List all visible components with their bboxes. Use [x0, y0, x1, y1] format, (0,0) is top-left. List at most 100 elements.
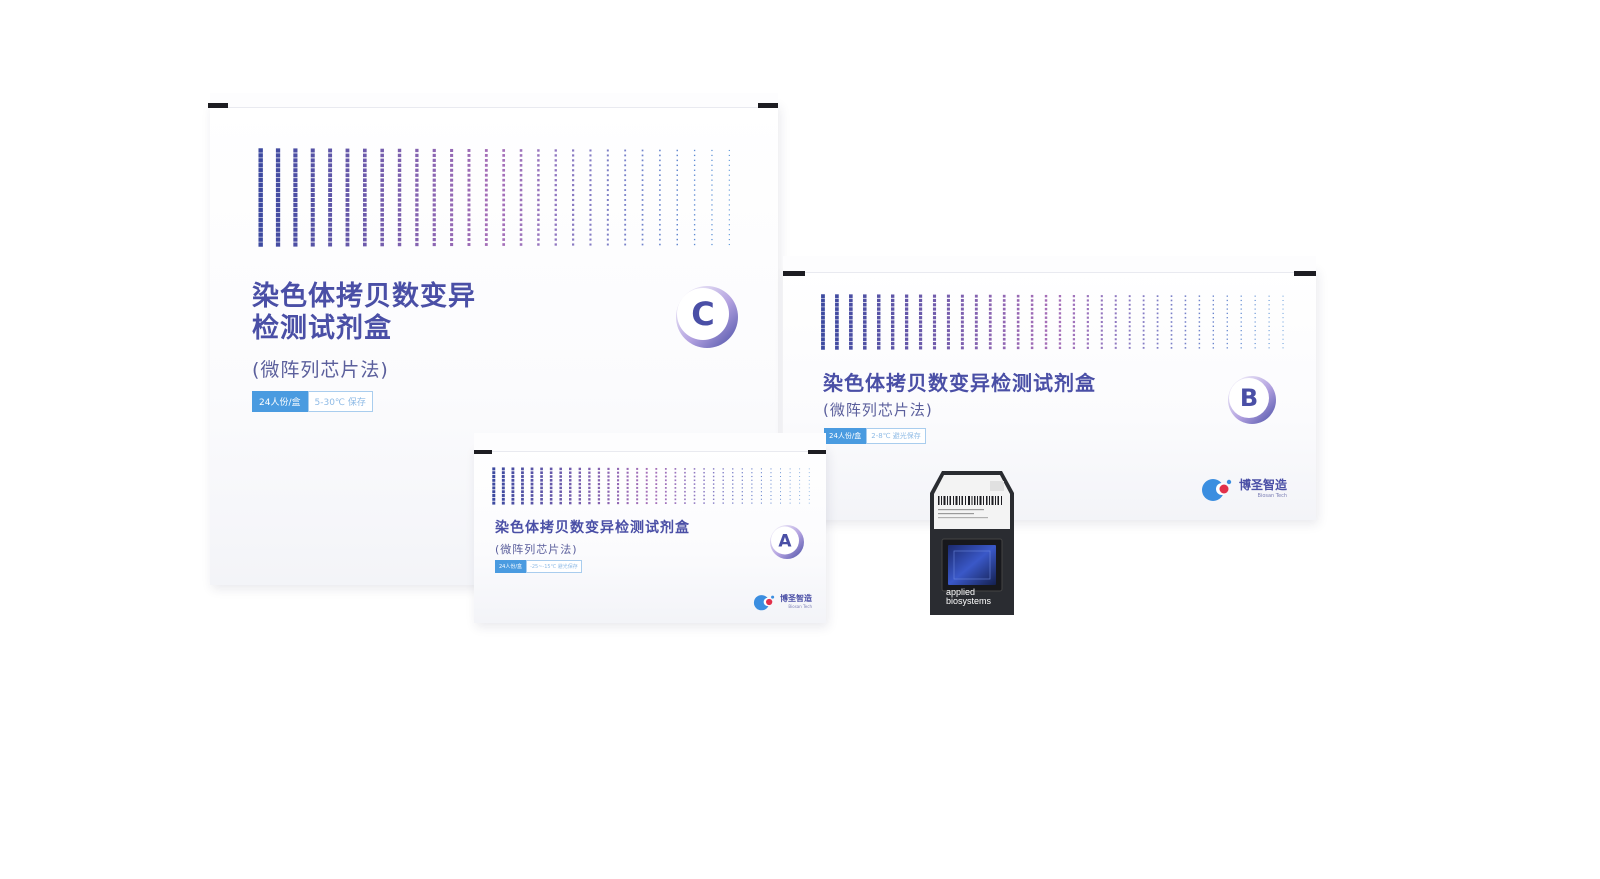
- pattern-dot: [1268, 312, 1270, 314]
- pattern-dot: [624, 199, 627, 201]
- pattern-dot: [770, 475, 772, 478]
- pattern-dot: [1226, 321, 1228, 323]
- pattern-dot: [572, 233, 575, 236]
- pattern-dot: [258, 168, 263, 173]
- pattern-dot: [664, 498, 667, 501]
- pattern-dot: [693, 219, 696, 221]
- pattern-dot: [877, 303, 881, 307]
- pattern-dot: [554, 188, 557, 192]
- pattern-dot: [751, 491, 753, 493]
- pattern-dot: [1226, 295, 1228, 297]
- pattern-dot: [712, 483, 715, 485]
- pattern-dot: [1002, 324, 1006, 328]
- pattern-dot: [1142, 329, 1145, 332]
- pattern-dot: [659, 164, 661, 167]
- pattern-dot: [293, 217, 298, 222]
- pattern-dot: [597, 494, 601, 497]
- pattern-dot: [397, 148, 402, 153]
- pattern-dot: [684, 487, 686, 489]
- pattern-dot: [760, 502, 762, 504]
- pattern-dot: [328, 173, 333, 178]
- pattern-dot: [519, 208, 523, 212]
- pattern-dot: [676, 219, 678, 221]
- pattern-dot: [641, 233, 644, 236]
- pattern-dot: [890, 298, 895, 303]
- pattern-dot: [293, 183, 298, 188]
- pattern-dot: [554, 164, 557, 167]
- pattern-dot: [1282, 295, 1284, 297]
- pattern-dot: [559, 479, 562, 482]
- pattern-dot: [728, 159, 730, 161]
- pattern-dot: [711, 174, 713, 176]
- pattern-dot: [780, 502, 782, 504]
- pattern-dot: [1002, 337, 1006, 341]
- pattern-dot: [624, 228, 627, 231]
- pattern-dot: [467, 183, 471, 187]
- pattern-dot: [636, 486, 639, 489]
- pattern-dot: [974, 333, 978, 337]
- pattern-dot: [808, 479, 810, 481]
- pattern-dot: [258, 163, 263, 168]
- pattern-dot: [380, 168, 384, 173]
- pattern-dot: [1198, 312, 1201, 315]
- pattern-dot: [780, 487, 782, 489]
- pattern-dot: [415, 163, 419, 167]
- pattern-dot: [502, 163, 506, 167]
- pattern-dot: [569, 501, 572, 505]
- pattern-dot: [722, 468, 724, 470]
- pattern-dot: [1114, 329, 1117, 332]
- pattern-dot: [484, 238, 488, 241]
- pattern-dot: [310, 227, 315, 232]
- pattern-dot: [988, 312, 992, 315]
- pattern-dot: [519, 213, 523, 217]
- pattern-dot: [258, 187, 263, 193]
- pattern-dot: [1072, 307, 1076, 311]
- pattern-dot: [559, 482, 562, 486]
- pattern-dot: [484, 233, 488, 237]
- pattern-dot: [345, 153, 350, 158]
- pattern-dot: [569, 471, 572, 474]
- pattern-dot: [537, 193, 540, 197]
- pattern-dot: [641, 228, 644, 231]
- pattern-dot: [659, 228, 661, 231]
- pattern-dot: [789, 487, 791, 489]
- pattern-dot: [636, 498, 639, 501]
- pattern-dot: [606, 223, 609, 226]
- pattern-dot: [722, 491, 724, 493]
- pattern-dot: [988, 337, 992, 341]
- pattern-dot: [380, 203, 384, 207]
- pattern-dot: [258, 202, 263, 208]
- pattern-dot: [722, 472, 724, 474]
- pattern-dot: [728, 149, 730, 152]
- pattern-dot: [946, 324, 950, 328]
- pattern-dot: [1072, 338, 1076, 341]
- pattern-dot: [918, 294, 923, 298]
- kit-box-b-logo-en: Biosan Tech: [1257, 493, 1288, 499]
- pattern-dot: [659, 184, 661, 186]
- pattern-dot: [877, 294, 881, 298]
- pattern-dot: [258, 207, 263, 213]
- pattern-dot: [397, 203, 402, 207]
- pattern-dot: [712, 471, 715, 474]
- pattern-dot: [1268, 334, 1270, 336]
- pattern-dot: [275, 173, 281, 178]
- pattern-dot: [362, 227, 367, 232]
- pattern-dot: [519, 173, 523, 177]
- pattern-dot: [974, 342, 978, 345]
- pattern-dot: [946, 342, 950, 346]
- pattern-dot: [890, 337, 895, 341]
- pattern-dot: [484, 198, 488, 202]
- pattern-dot: [693, 189, 696, 191]
- pattern-dot: [659, 189, 661, 191]
- pattern-dot: [559, 467, 562, 471]
- pattern-dot: [1058, 299, 1062, 302]
- pattern-dot: [741, 498, 743, 500]
- pattern-dot: [1268, 343, 1270, 345]
- pattern-dot: [1044, 338, 1048, 341]
- pattern-dot: [684, 494, 686, 497]
- pattern-dot: [1282, 304, 1284, 306]
- pattern-dot: [1100, 308, 1103, 311]
- pattern-dot: [664, 483, 667, 485]
- pattern-dot: [345, 168, 350, 173]
- pattern-dot: [849, 298, 853, 303]
